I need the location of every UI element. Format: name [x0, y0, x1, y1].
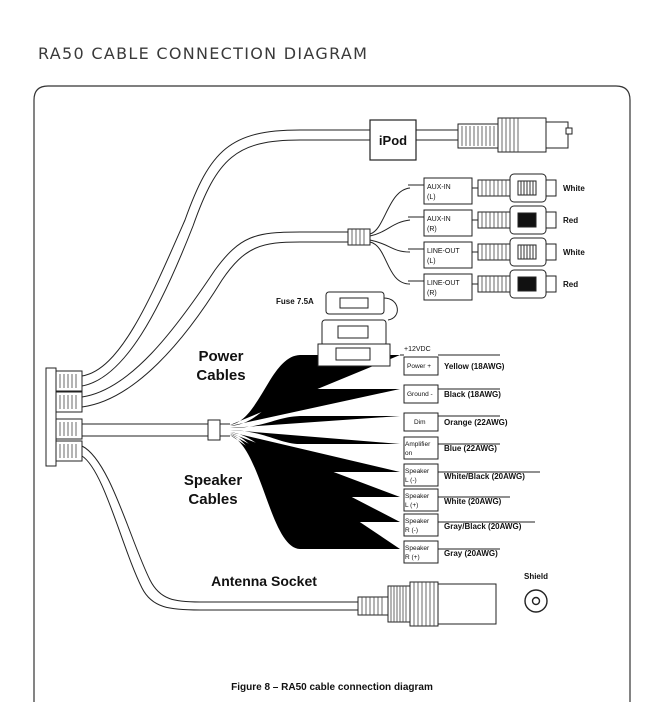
- main-connector: [45, 367, 83, 467]
- audio-connector: LINE-OUT (L) White: [408, 237, 585, 269]
- wire-desc: Black (18AWG): [444, 390, 501, 399]
- audio-color-label: Red: [563, 280, 578, 289]
- wire-tag: Speaker R (+) Gray (20AWG): [403, 540, 500, 564]
- shield-label: Shield: [524, 572, 548, 581]
- antenna-cable: Antenna Socket: [81, 445, 497, 627]
- fuse-label: Fuse 7.5A: [276, 297, 314, 306]
- wire-desc: Yellow (18AWG): [444, 362, 505, 371]
- antenna-socket-label: Antenna Socket: [211, 573, 317, 589]
- audio-tag-line1: AUX-IN: [427, 216, 451, 223]
- speaker-cables-label-line2: Cables: [188, 491, 237, 508]
- audio-tag-line1: LINE-OUT: [427, 280, 460, 287]
- audio-branches: [369, 187, 411, 285]
- wire-desc: Blue (22AWG): [444, 444, 497, 453]
- audio-color-label: White: [563, 248, 585, 257]
- wire-tag-line1: Speaker: [405, 518, 430, 525]
- audio-tag-line2: (L): [427, 194, 436, 201]
- wire-tag: Speaker L (-) White/Black (20AWG): [403, 463, 540, 487]
- shield-icon: Shield: [524, 572, 548, 613]
- ipod-cable: iPod: [81, 117, 573, 387]
- wire-tag-line2: R (-): [405, 527, 418, 534]
- audio-tag-line1: LINE-OUT: [427, 248, 460, 255]
- wire-desc: Gray/Black (20AWG): [444, 522, 522, 531]
- audio-color-label: Red: [563, 216, 578, 225]
- wire-tag-line2: L (-): [405, 477, 417, 484]
- audio-connector: AUX-IN (R) Red: [408, 205, 578, 237]
- wire-desc: Gray (20AWG): [444, 549, 498, 558]
- wire-tag-line2: R (+): [405, 554, 420, 561]
- wire-tag-line1: Speaker: [405, 545, 430, 552]
- wire-tag-line1: Dim: [414, 419, 426, 426]
- wire-tag: Speaker L (+) White (20AWG): [403, 488, 510, 512]
- wire-tag: Ground - Black (18AWG): [403, 384, 501, 404]
- audio-cable: [81, 228, 371, 408]
- audio-tag-line1: AUX-IN: [427, 184, 451, 191]
- wire-tag-line2: L (+): [405, 502, 418, 509]
- power-cables-label-line1: Power: [198, 348, 243, 365]
- wire-tag-line1: Amplifier: [405, 441, 431, 448]
- wire-tag: Amplifier on Blue (22AWG): [403, 436, 500, 460]
- audio-tag-line2: (R): [427, 226, 437, 233]
- audio-connector: AUX-IN (L) White: [408, 173, 585, 205]
- wire-tag-line2: on: [405, 450, 413, 457]
- wire-desc: White (20AWG): [444, 497, 502, 506]
- wire-desc: White/Black (20AWG): [444, 472, 525, 481]
- wire-tag: Dim Orange (22AWG): [403, 412, 508, 432]
- diagram-frame: [33, 85, 631, 702]
- audio-tag-line2: (L): [427, 258, 436, 265]
- fuse-holder: Fuse 7.5A +12VDC: [276, 291, 431, 367]
- speaker-cables-label-line1: Speaker: [184, 472, 243, 489]
- page-title: RA50 CABLE CONNECTION DIAGRAM: [38, 44, 369, 63]
- wire-tag-line1: Ground -: [407, 391, 433, 398]
- wire-tag-line1: Power +: [407, 363, 431, 370]
- power-cables-label-line2: Cables: [196, 367, 245, 384]
- wire-tag: Power + Yellow (18AWG): [400, 354, 505, 376]
- wire-tag-line1: Speaker: [405, 468, 430, 475]
- wire-tag: Speaker R (-) Gray/Black (20AWG): [403, 513, 535, 537]
- audio-tag-line2: (R): [427, 290, 437, 297]
- ipod-label: iPod: [379, 133, 407, 148]
- voltage-label: +12VDC: [404, 346, 431, 353]
- wire-desc: Orange (22AWG): [444, 418, 508, 427]
- power-speaker-cable: [82, 355, 400, 549]
- audio-connector: LINE-OUT (R) Red: [408, 269, 578, 301]
- ipod-plug: [457, 117, 573, 153]
- wire-tag-line1: Speaker: [405, 493, 430, 500]
- audio-color-label: White: [563, 184, 585, 193]
- figure-caption: Figure 8 – RA50 cable connection diagram: [231, 682, 433, 693]
- ipod-label-box: [369, 119, 417, 161]
